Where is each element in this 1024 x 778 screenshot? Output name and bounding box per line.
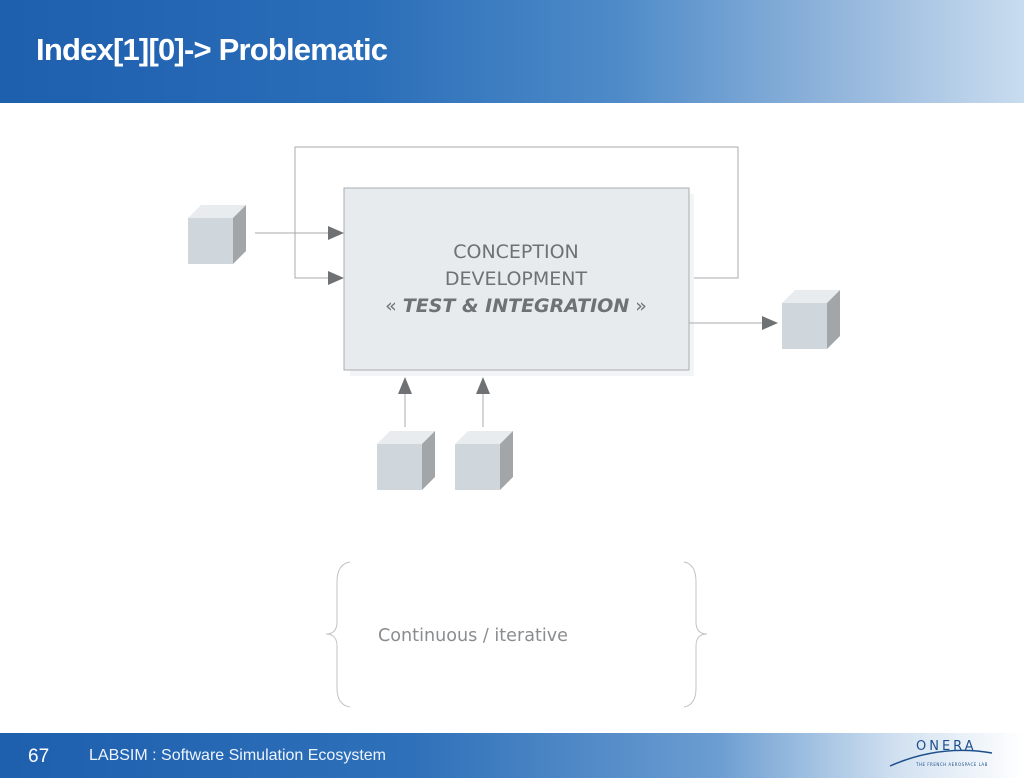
logo-tagline: THE FRENCH AEROSPACE LAB [916, 762, 988, 767]
process-label-test-integration-text: TEST & INTEGRATION [403, 295, 630, 317]
onera-logo: ONERA THE FRENCH AEROSPACE LAB [880, 736, 1000, 774]
page-number: 67 [28, 746, 50, 767]
resource-arrowhead-2 [476, 377, 490, 394]
process-box [343, 187, 690, 371]
page-title: Index[1][0]-> Problematic [36, 32, 388, 67]
logo-arc-icon [889, 749, 993, 767]
output-arrowhead [762, 316, 778, 330]
input-arrowhead [328, 226, 344, 240]
footer-title: LABSIM : Software Simulation Ecosystem [89, 747, 386, 764]
feedback-loop-arrowhead [328, 271, 344, 285]
process-label-development: DEVELOPMENT [445, 268, 588, 290]
header-banner: Index[1][0]-> Problematic [0, 0, 1024, 103]
process-label-quote-open: « [385, 295, 403, 317]
output-cube [782, 290, 840, 349]
process-label-conception: CONCEPTION [453, 241, 579, 263]
feedback-loop-line [294, 146, 739, 279]
left-brace [325, 561, 351, 708]
continuous-iterative-label: Continuous / iterative [378, 625, 568, 646]
process-label-test-integration: « TEST & INTEGRATION » [385, 295, 647, 317]
right-brace [683, 561, 708, 708]
footer-bar: 67 LABSIM : Software Simulation Ecosyste… [0, 733, 1024, 778]
resource-arrowhead-1 [398, 377, 412, 394]
process-label-quote-close: » [629, 295, 647, 317]
input-cube [188, 205, 246, 264]
resource-cube-1 [377, 431, 435, 490]
resource-cube-2 [455, 431, 513, 490]
